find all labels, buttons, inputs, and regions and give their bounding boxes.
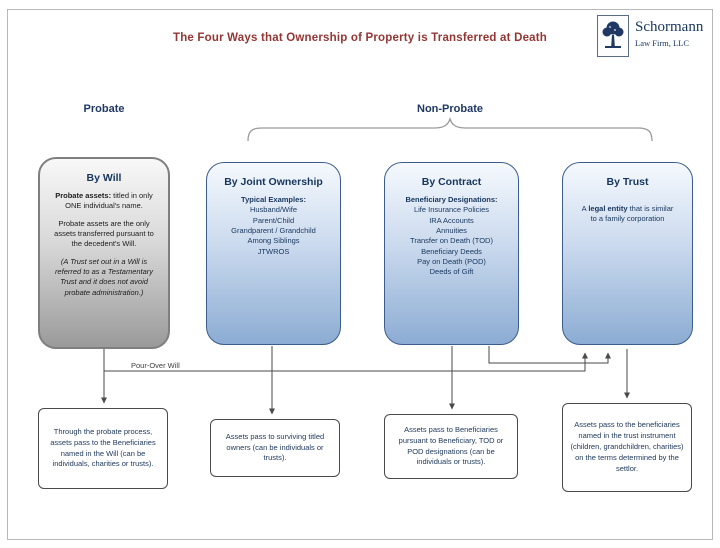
lead-bold: Probate assets: xyxy=(55,191,112,200)
list-line: Transfer on Death (TOD) xyxy=(410,236,493,246)
list-line: Parent/Child xyxy=(252,215,295,225)
list-line: Life Insurance Policies xyxy=(413,205,490,215)
box-heading: By Trust xyxy=(606,176,649,188)
box-body: Probate assets: titled in only ONE indiv… xyxy=(40,184,168,298)
list-line: IRA Accounts xyxy=(429,215,474,225)
law-firm-logo: Schormann Law Firm, LLC xyxy=(597,15,703,57)
text-span: A xyxy=(581,204,589,213)
tree-icon xyxy=(597,15,629,57)
non-probate-brace xyxy=(247,116,653,142)
list-line: Beneficiary Deeds xyxy=(421,246,482,256)
result-box-joint-ownership: Assets pass to surviving titled owners (… xyxy=(210,419,340,477)
box-paragraph: Probate assets: titled in only ONE indiv… xyxy=(49,191,159,212)
logo-subtitle: Law Firm, LLC xyxy=(635,37,690,48)
box-by-trust: By Trust A legal entity that is similar … xyxy=(562,162,693,345)
text-span: that is similar to a family corporation xyxy=(590,204,674,224)
box-by-joint-ownership: By Joint Ownership Typical Examples: Hus… xyxy=(206,162,341,345)
box-heading: By Contract xyxy=(421,176,482,188)
pour-over-will-label: Pour-Over Will xyxy=(131,361,180,370)
list-line: Husband/Wife xyxy=(249,205,298,215)
box-body: Beneficiary Designations: Life Insurance… xyxy=(385,188,518,278)
non-probate-label: Non-Probate xyxy=(417,103,483,115)
logo-name: Schormann xyxy=(635,19,704,35)
list-line: Annuities xyxy=(436,226,467,236)
list-line: Among Siblings xyxy=(247,236,300,246)
arrow-contract-to-trust xyxy=(488,346,611,364)
box-body: A legal entity that is similar to a fami… xyxy=(563,188,692,225)
box-paragraph: (A Trust set out in a Will is referred t… xyxy=(54,256,154,297)
page-title: The Four Ways that Ownership of Property… xyxy=(172,32,548,44)
result-box-will: Through the probate process, assets pass… xyxy=(38,408,168,489)
probate-label: Probate xyxy=(83,103,125,115)
result-box-contract: Assets pass to Beneficiaries pursuant to… xyxy=(384,414,518,479)
lead-bold: Typical Examples: xyxy=(241,195,306,204)
list-line: Grandparent / Grandchild xyxy=(231,226,316,236)
box-heading: By Will xyxy=(86,172,122,184)
box-by-will: By Will Probate assets: titled in only O… xyxy=(38,157,170,349)
box-by-contract: By Contract Beneficiary Designations: Li… xyxy=(384,162,519,345)
lead-rest: titled in only ONE individual's name. xyxy=(65,191,153,211)
box-body: Typical Examples: Husband/Wife Parent/Ch… xyxy=(207,188,340,257)
list-line: Deeds of Gift xyxy=(429,267,474,277)
result-box-trust: Assets pass to the beneficiaries named i… xyxy=(562,403,692,492)
lead-bold: Beneficiary Designations: xyxy=(405,195,498,204)
list-line: Pay on Death (POD) xyxy=(417,257,486,267)
text-bold: legal entity xyxy=(588,204,628,213)
logo-text: Schormann Law Firm, LLC xyxy=(635,15,703,48)
box-paragraph: Probate assets are the only assets trans… xyxy=(54,218,154,249)
list-line: JTWROS xyxy=(257,246,290,256)
box-heading: By Joint Ownership xyxy=(224,176,323,188)
